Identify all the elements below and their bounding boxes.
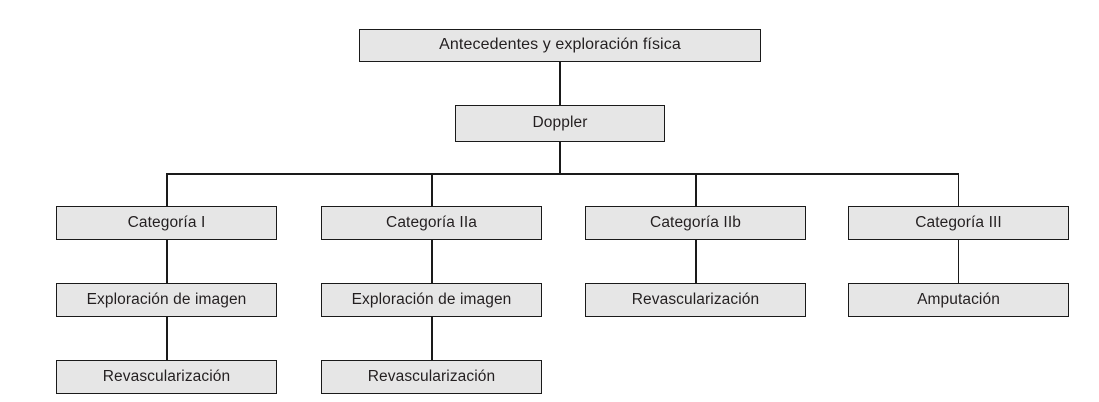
node-categoria-i[interactable]: Categoría I [56, 206, 277, 240]
node-exploracion-de-imagen-1[interactable]: Exploración de imagen [56, 283, 277, 317]
node-amputacion[interactable]: Amputación [848, 283, 1069, 317]
node-antecedentes-y-exploracion-fisica[interactable]: Antecedentes y exploración física [359, 29, 761, 62]
connector-doppler-stem [559, 142, 561, 175]
node-label: Doppler [532, 114, 588, 132]
connector-bar-to-cat2a [431, 173, 433, 206]
connector-bar-to-cat2b [695, 173, 697, 206]
node-label: Revascularización [367, 367, 496, 385]
node-categoria-iia[interactable]: Categoría IIa [321, 206, 542, 240]
node-label: Categoría III [915, 213, 1002, 231]
connector-cat1-to-img1 [166, 240, 168, 283]
node-doppler[interactable]: Doppler [455, 105, 665, 142]
connector-cat2b-to-revasc [695, 240, 697, 283]
connector-img2-to-revasc2a [431, 317, 433, 360]
node-label: Exploración de imagen [351, 290, 512, 308]
node-revascularizacion-iib[interactable]: Revascularización [585, 283, 806, 317]
node-categoria-iib[interactable]: Categoría IIb [585, 206, 806, 240]
node-label: Categoría IIa [386, 213, 477, 231]
node-label: Antecedentes y exploración física [439, 36, 681, 53]
connector-distribution-bar [167, 173, 959, 175]
node-categoria-iii[interactable]: Categoría III [848, 206, 1069, 240]
node-label: Categoría IIb [650, 213, 741, 231]
node-label: Categoría I [127, 213, 206, 231]
node-label: Revascularización [631, 290, 760, 308]
connector-img1-to-revasc1 [166, 317, 168, 360]
connector-bar-to-cat3 [957, 173, 960, 206]
node-label: Amputación [917, 290, 1000, 308]
node-label: Exploración de imagen [86, 290, 247, 308]
node-label: Revascularización [102, 367, 231, 385]
connector-root-to-doppler [559, 61, 561, 105]
node-revascularizacion-i[interactable]: Revascularización [56, 360, 277, 394]
connector-cat2a-to-img2 [431, 240, 433, 283]
node-revascularizacion-iia[interactable]: Revascularización [321, 360, 542, 394]
node-exploracion-de-imagen-2[interactable]: Exploración de imagen [321, 283, 542, 317]
connector-cat3-to-amputacion [957, 240, 960, 283]
connector-bar-to-cat1 [166, 173, 168, 206]
